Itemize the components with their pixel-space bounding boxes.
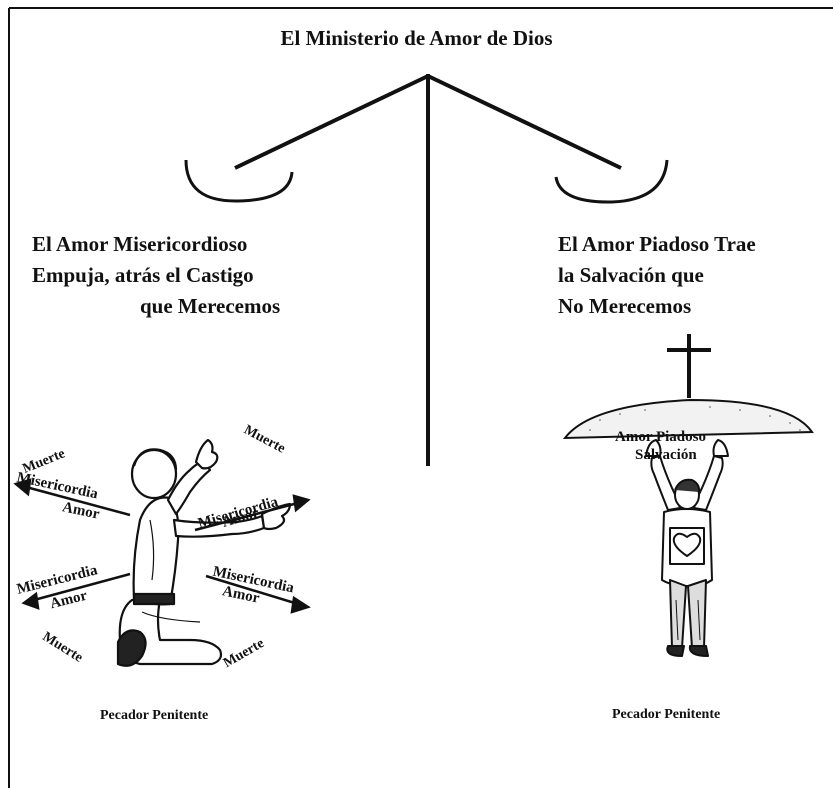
left-heading-line-3: que Merecemos: [140, 294, 281, 318]
right-heading: El Amor Piadoso Trae la Salvación que No…: [558, 229, 756, 322]
right-heading-line-3: No Merecemos: [558, 294, 692, 318]
scale-arm-left: [234, 74, 429, 170]
hill-icon: [562, 398, 814, 440]
cross-icon: [667, 334, 711, 398]
scale-arm-right: [427, 74, 622, 170]
hill-label-line-2: Salvación: [635, 447, 697, 463]
scale-pan-right: [554, 159, 669, 204]
left-heading-line-1: El Amor Misericordioso: [32, 232, 248, 256]
caption-right: Pecador Penitente: [612, 707, 721, 722]
right-heading-line-1: El Amor Piadoso Trae: [558, 232, 756, 256]
scale-pan-left: [184, 159, 294, 203]
left-heading: El Amor Misericordioso Empuja, atrás el …: [32, 229, 280, 322]
hill-label-line-1: Amor Piadoso: [615, 429, 706, 445]
caption-left: Pecador Penitente: [100, 708, 209, 723]
diagram-title: El Ministerio de Amor de Dios: [280, 26, 553, 50]
right-heading-line-2: la Salvación que: [558, 263, 704, 287]
hill-stipple: [589, 406, 801, 431]
rejoicing-man-figure: [645, 439, 729, 657]
left-heading-line-2: Empuja, atrás el Castigo: [32, 263, 254, 287]
arrows: [13, 478, 311, 614]
kneeling-sinner-figure: [116, 438, 292, 667]
balance-scale: [184, 74, 669, 466]
